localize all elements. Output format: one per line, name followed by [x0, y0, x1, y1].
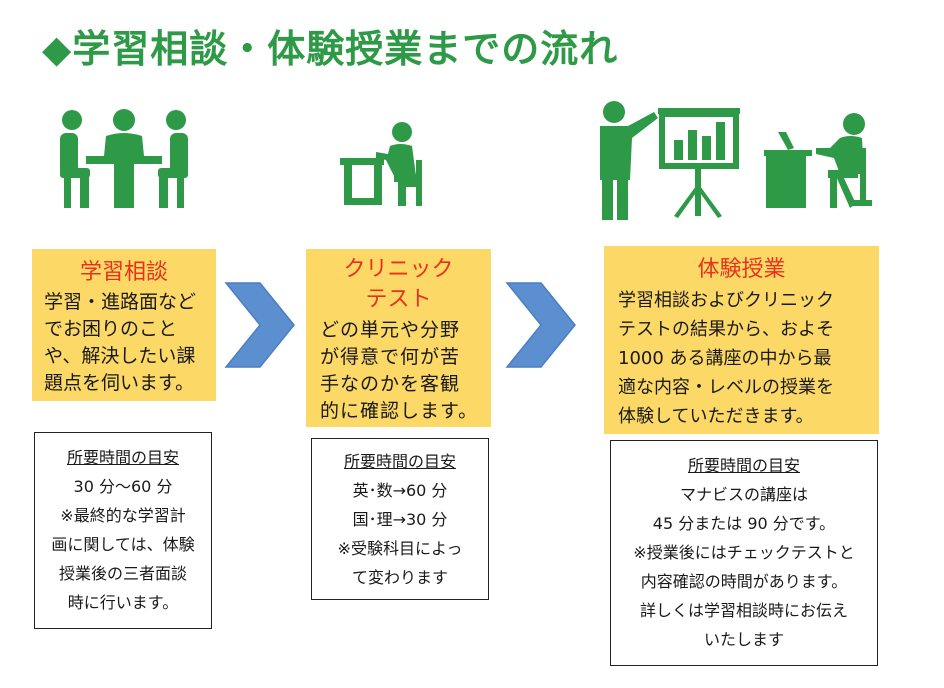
presentation-icon	[592, 100, 742, 222]
step-clinic-test-body: どの単元や分野 が得意で何が苦 手なのかを客観 的に確認します。	[306, 317, 491, 425]
time-box-line: 45 分または 90 分です。	[652, 514, 836, 533]
time-box-line: いたします	[703, 630, 784, 649]
time-box-line: マナビスの講座は	[679, 485, 808, 504]
time-box-heading: 所要時間の目安	[687, 456, 800, 475]
diamond-bullet-icon: ◆	[42, 27, 73, 71]
chevron-right-icon	[505, 281, 577, 369]
time-box-line: ※最終的な学習計	[60, 506, 186, 525]
step-clinic-test-box: クリニック テスト どの単元や分野 が得意で何が苦 手なのかを客観 的に確認しま…	[306, 249, 491, 427]
body-line: 手なのかを客観	[320, 373, 461, 395]
time-box-line: 30 分～60 分	[73, 477, 173, 496]
time-box-line: 詳しくは学習相談時にお伝え	[639, 601, 848, 620]
body-line: どの単元や分野	[320, 319, 461, 341]
meeting-icon	[58, 108, 198, 218]
chevron-right-icon	[224, 281, 296, 369]
step-consultation-body: 学習・進路面など でお困りのこと や、解決したい課 題点を伺います。	[32, 289, 216, 397]
body-line: 的に確認します。	[320, 400, 479, 422]
step-trial-lesson-box: 体験授業 学習相談およびクリニック テストの結果から、およそ 1000 ある講座…	[604, 246, 879, 434]
student-laptop-icon	[764, 112, 874, 212]
step-consultation-title: 学習相談	[79, 260, 168, 285]
title-line: テスト	[365, 287, 432, 312]
body-line: 適な内容・レベルの授業を	[618, 377, 834, 398]
body-line: 体験していただきます。	[618, 406, 814, 427]
time-box-line: 時に行います。	[67, 593, 179, 612]
body-line: でお困りのこと	[44, 318, 178, 340]
step-trial-lesson-body: 学習相談およびクリニック テストの結果から、およそ 1000 ある講座の中から最…	[604, 286, 879, 431]
body-line: 1000 ある講座の中から最	[618, 348, 832, 369]
student-desk-icon	[340, 120, 440, 210]
time-box-heading: 所要時間の目安	[343, 452, 456, 471]
title-line: クリニック	[343, 257, 454, 282]
time-box-line: 内容確認の時間があります。	[640, 572, 848, 591]
body-line: 学習・進路面など	[44, 291, 197, 313]
time-estimate-box-consultation: 所要時間の目安 30 分～60 分 ※最終的な学習計 画に関しては、体験 授業後…	[34, 432, 212, 629]
step-clinic-test-title: クリニック テスト	[306, 255, 491, 315]
time-box-heading: 所要時間の目安	[66, 448, 179, 467]
body-line: や、解決したい課	[44, 345, 196, 367]
body-line: 学習相談およびクリニック	[618, 290, 834, 311]
time-box-line: 画に関しては、体験	[51, 535, 195, 554]
body-line: テストの結果から、およそ	[618, 319, 834, 340]
time-box-line: 国･理→30 分	[352, 510, 448, 529]
body-line: が得意で何が苦	[320, 346, 461, 368]
time-box-line: 英･数→60 分	[352, 481, 448, 500]
time-box-line: ※授業後にはチェックテストと	[633, 543, 855, 562]
time-box-line: 授業後の三者面談	[58, 564, 187, 583]
step-consultation-box: 学習相談 学習・進路面など でお困りのこと や、解決したい課 題点を伺います。	[32, 249, 216, 401]
time-estimate-box-trial-lesson: 所要時間の目安 マナビスの講座は 45 分または 90 分です。 ※授業後にはチ…	[610, 440, 878, 666]
step-trial-lesson-title: 体験授業	[697, 257, 786, 282]
page-title: ◆学習相談・体験授業までの流れ	[42, 18, 618, 73]
page-title-text: 学習相談・体験授業までの流れ	[72, 27, 619, 71]
body-line: 題点を伺います。	[44, 372, 195, 394]
time-box-line: ※受験科目によっ	[337, 539, 463, 558]
time-box-line: て変わります	[351, 568, 448, 587]
time-estimate-box-clinic-test: 所要時間の目安 英･数→60 分 国･理→30 分 ※受験科目によっ て変わりま…	[311, 438, 489, 600]
